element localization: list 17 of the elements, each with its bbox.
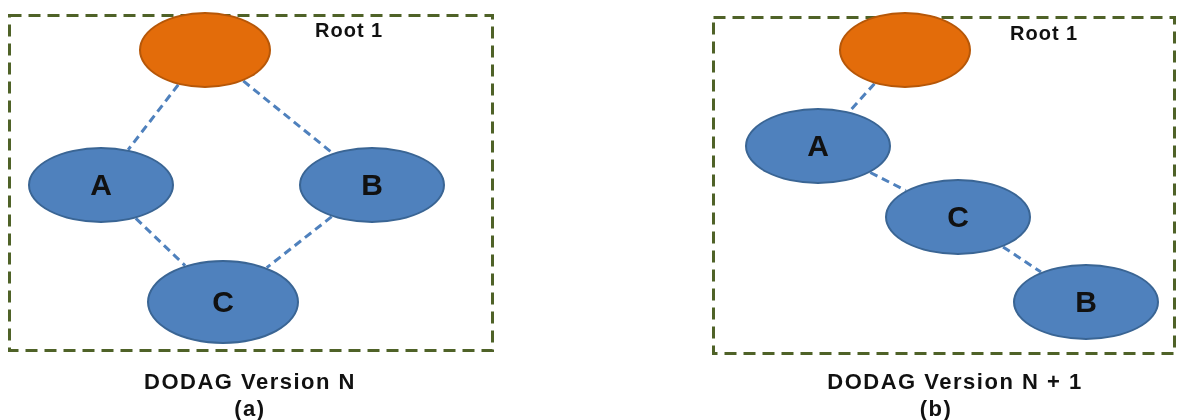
caption-title: DODAG Version N + 1 [826, 369, 1084, 395]
root-label: Root 1 [315, 19, 384, 42]
dashed-link [134, 217, 187, 267]
dashed-link [1002, 245, 1042, 274]
node-label: C [947, 200, 969, 234]
node-label: A [90, 168, 112, 202]
node-label: B [1075, 285, 1097, 319]
caption-label: (a) [233, 396, 267, 420]
node-label: A [807, 129, 829, 163]
node-label: B [361, 168, 383, 202]
dashed-link [869, 171, 907, 192]
root-label: Root 1 [1010, 22, 1079, 45]
caption-label: (b) [918, 396, 954, 420]
dashed-link [242, 79, 334, 155]
dashed-link [265, 215, 333, 269]
caption-title: DODAG Version N [143, 369, 357, 395]
node-label: C [212, 285, 234, 319]
